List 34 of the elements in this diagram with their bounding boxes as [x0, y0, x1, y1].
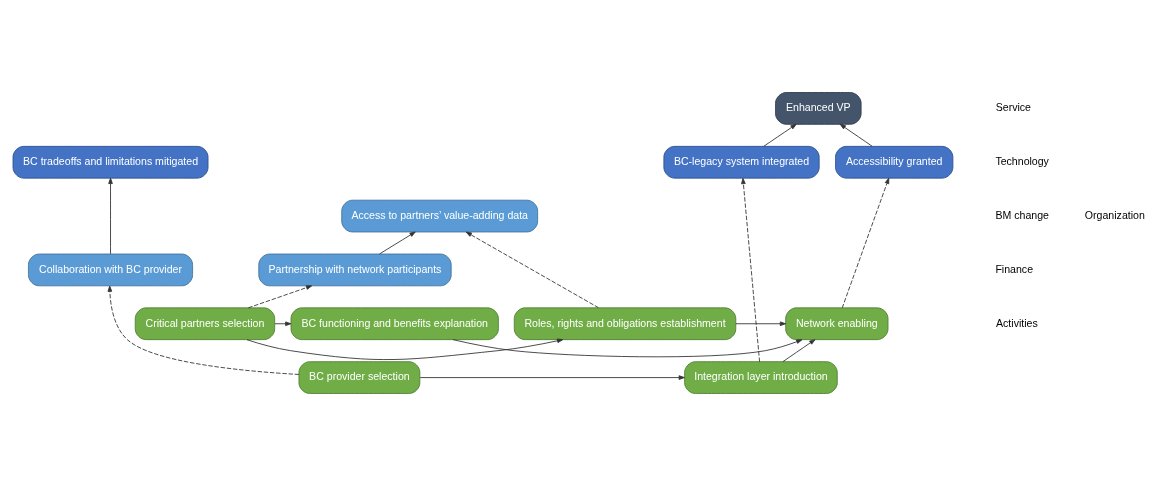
arrow	[782, 338, 816, 362]
node-box: BC provider selection	[298, 360, 421, 394]
arrow	[763, 123, 797, 147]
node-box: BC tradeoffs and limitations mitigated	[12, 145, 209, 179]
node-box: Access to partners’ value-adding data	[341, 199, 539, 232]
arrow	[741, 177, 761, 362]
arrow	[419, 374, 685, 380]
label: Service	[995, 100, 1031, 113]
node-box: Accessibility granted	[835, 145, 954, 179]
label: Organization	[1084, 208, 1145, 221]
arrow	[107, 285, 300, 375]
node-box: Network enabling	[785, 306, 889, 340]
arrow	[108, 177, 113, 254]
node-box: Roles, rights and obligations establishment	[513, 306, 737, 340]
arrow	[247, 284, 313, 308]
node-box: Integration layer introduction	[684, 360, 838, 394]
node-box: BC-legacy system integrated	[663, 145, 820, 179]
node-box: Critical partners selection	[134, 306, 276, 340]
label: Activities	[996, 315, 1038, 328]
arrow	[465, 231, 599, 308]
node-box: Partnership with network participants	[258, 253, 452, 286]
arrow	[379, 231, 416, 254]
label: Technology	[995, 154, 1049, 167]
arrow	[274, 320, 292, 326]
arrow	[452, 338, 803, 357]
node-box: Collaboration with BC provider	[28, 253, 194, 286]
arrow	[841, 177, 890, 308]
arrow	[839, 123, 873, 147]
node-box: BC functioning and benefits explanation	[290, 306, 499, 340]
arrow	[246, 338, 564, 360]
label: BM change	[995, 208, 1049, 221]
node-box: Enhanced VP	[775, 91, 862, 125]
arrow	[735, 320, 787, 326]
label: Finance	[995, 262, 1034, 275]
